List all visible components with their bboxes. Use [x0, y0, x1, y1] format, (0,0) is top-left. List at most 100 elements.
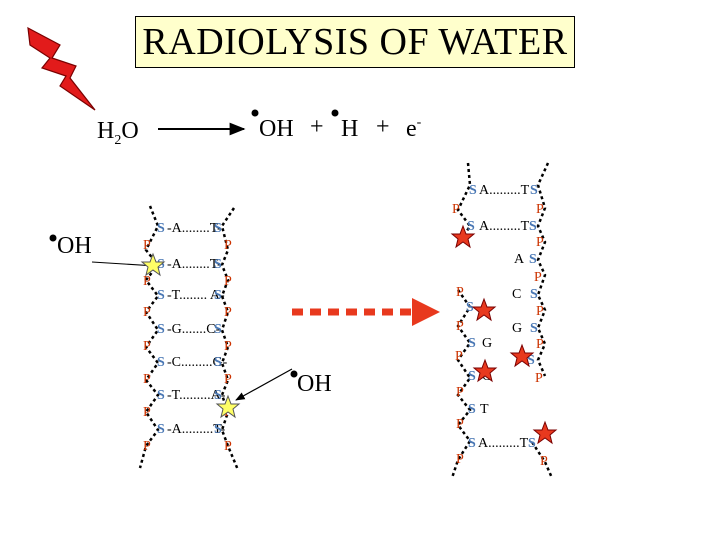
sugar-label: S	[527, 353, 535, 368]
sugar-label: S	[157, 355, 165, 370]
phosphate-label: P	[224, 274, 232, 289]
base-label: A.........T	[479, 183, 530, 198]
base-label: A	[514, 252, 525, 267]
plus-sign: +	[310, 114, 324, 140]
base-label: A.........T	[479, 219, 530, 234]
phosphate-label: P	[536, 304, 544, 319]
backbone-left	[456, 162, 472, 246]
sugar-label: S	[528, 436, 536, 451]
sugar-label: S	[529, 219, 537, 234]
phosphate-label: P	[540, 454, 548, 469]
sugar-label: S	[468, 402, 476, 417]
damage-star-icon	[472, 358, 498, 383]
base-pair-label: -G.......C-	[167, 322, 221, 337]
radical-dot	[290, 370, 298, 378]
sugar-label: S	[530, 287, 538, 302]
dashed-arrow-head	[412, 298, 440, 326]
phosphate-label: P	[143, 274, 151, 289]
water-label: H2O	[97, 118, 139, 148]
title-box: RADIOLYSIS OF WATER	[135, 16, 575, 68]
hydrogen-product: H	[341, 116, 358, 142]
sugar-label: S	[468, 436, 476, 451]
radical-dot	[49, 234, 57, 242]
base-pair-label: -A........T-	[167, 257, 222, 272]
base-pair-label: -A........T-	[167, 221, 222, 236]
phosphate-label: P	[143, 305, 151, 320]
backbone-left-lower	[450, 289, 472, 479]
sugar-label: S	[214, 288, 222, 303]
phosphate-label: P	[143, 339, 151, 354]
phosphate-label: P	[536, 235, 544, 250]
sugar-label: S	[529, 252, 537, 267]
sugar-label: S	[157, 422, 165, 437]
phosphate-label: P	[534, 270, 542, 285]
base-label: A.........T	[478, 436, 529, 451]
plus-sign: +	[376, 114, 390, 140]
sugar-label: S	[157, 288, 165, 303]
base-pair-label: -T.........A-	[167, 388, 226, 403]
sugar-label: S	[530, 183, 538, 198]
sugar-label: S	[468, 369, 476, 384]
sugar-label: S	[157, 322, 165, 337]
phosphate-label: P	[224, 439, 232, 454]
sugar-label: S	[214, 388, 222, 403]
base-label: G	[482, 336, 492, 351]
phosphate-label: P	[143, 405, 151, 420]
base-pair-label: -T........ A-	[167, 288, 225, 303]
sugar-label: S	[468, 336, 476, 351]
sugar-label: S	[214, 322, 222, 337]
sugar-label: S	[214, 422, 222, 437]
phosphate-label: P	[143, 238, 151, 253]
radical-dot	[251, 109, 259, 117]
sugar-label: S	[214, 257, 222, 272]
dna-left: S-A........T-SPPS-A........T-SPPS-T.....…	[138, 205, 241, 471]
phosphate-label: P	[536, 202, 544, 217]
lightning-bolt-icon	[27, 26, 96, 111]
phosphate-label: P	[456, 417, 464, 432]
phosphate-label: P	[143, 439, 151, 454]
phosphate-label: P	[456, 285, 464, 300]
phosphate-label: P	[456, 385, 464, 400]
sugar-label: S	[530, 321, 538, 336]
backbone-right-lower	[530, 441, 554, 479]
sugar-label: S	[467, 219, 475, 234]
damage-star-icon	[450, 224, 476, 249]
base-label: T	[480, 402, 489, 417]
backbone-left	[138, 205, 160, 469]
sugar-label: S	[469, 183, 477, 198]
electron-product: e-	[406, 115, 422, 142]
phosphate-label: P	[456, 452, 464, 467]
page-title: RADIOLYSIS OF WATER	[142, 21, 568, 63]
phosphate-label: P	[535, 371, 543, 386]
phosphate-label: P	[452, 202, 460, 217]
sugar-label: S	[214, 355, 222, 370]
damage-star-icon	[140, 252, 166, 277]
hydroxyl-radical-middle: OH	[297, 371, 332, 397]
sugar-label: S	[466, 300, 474, 315]
hydroxyl-radical-left: OH	[57, 233, 92, 259]
phosphate-label: P	[143, 372, 151, 387]
damage-star-icon	[509, 343, 535, 368]
damage-star-icon	[471, 297, 497, 322]
sugar-label: S	[157, 388, 165, 403]
sugar-label: S	[214, 221, 222, 236]
base-pair-label: -C.........G-	[167, 355, 228, 370]
phosphate-label: P	[456, 319, 464, 334]
phosphate-label: P	[224, 238, 232, 253]
base-pair-label: -A.........T-	[167, 422, 226, 437]
phosphate-label: P	[536, 337, 544, 352]
phosphate-label: P	[224, 305, 232, 320]
base-label: G	[512, 321, 522, 336]
attack-arrow	[235, 368, 293, 401]
phosphate-label: P	[224, 372, 232, 387]
damage-star-icon	[215, 394, 241, 419]
phosphate-label: P	[455, 349, 463, 364]
base-label: C	[512, 287, 521, 302]
sugar-label: S	[157, 221, 165, 236]
backbone-right	[220, 207, 240, 471]
radical-dot	[331, 109, 339, 117]
backbone-right	[536, 162, 550, 377]
hydroxyl-product: OH	[259, 116, 294, 142]
